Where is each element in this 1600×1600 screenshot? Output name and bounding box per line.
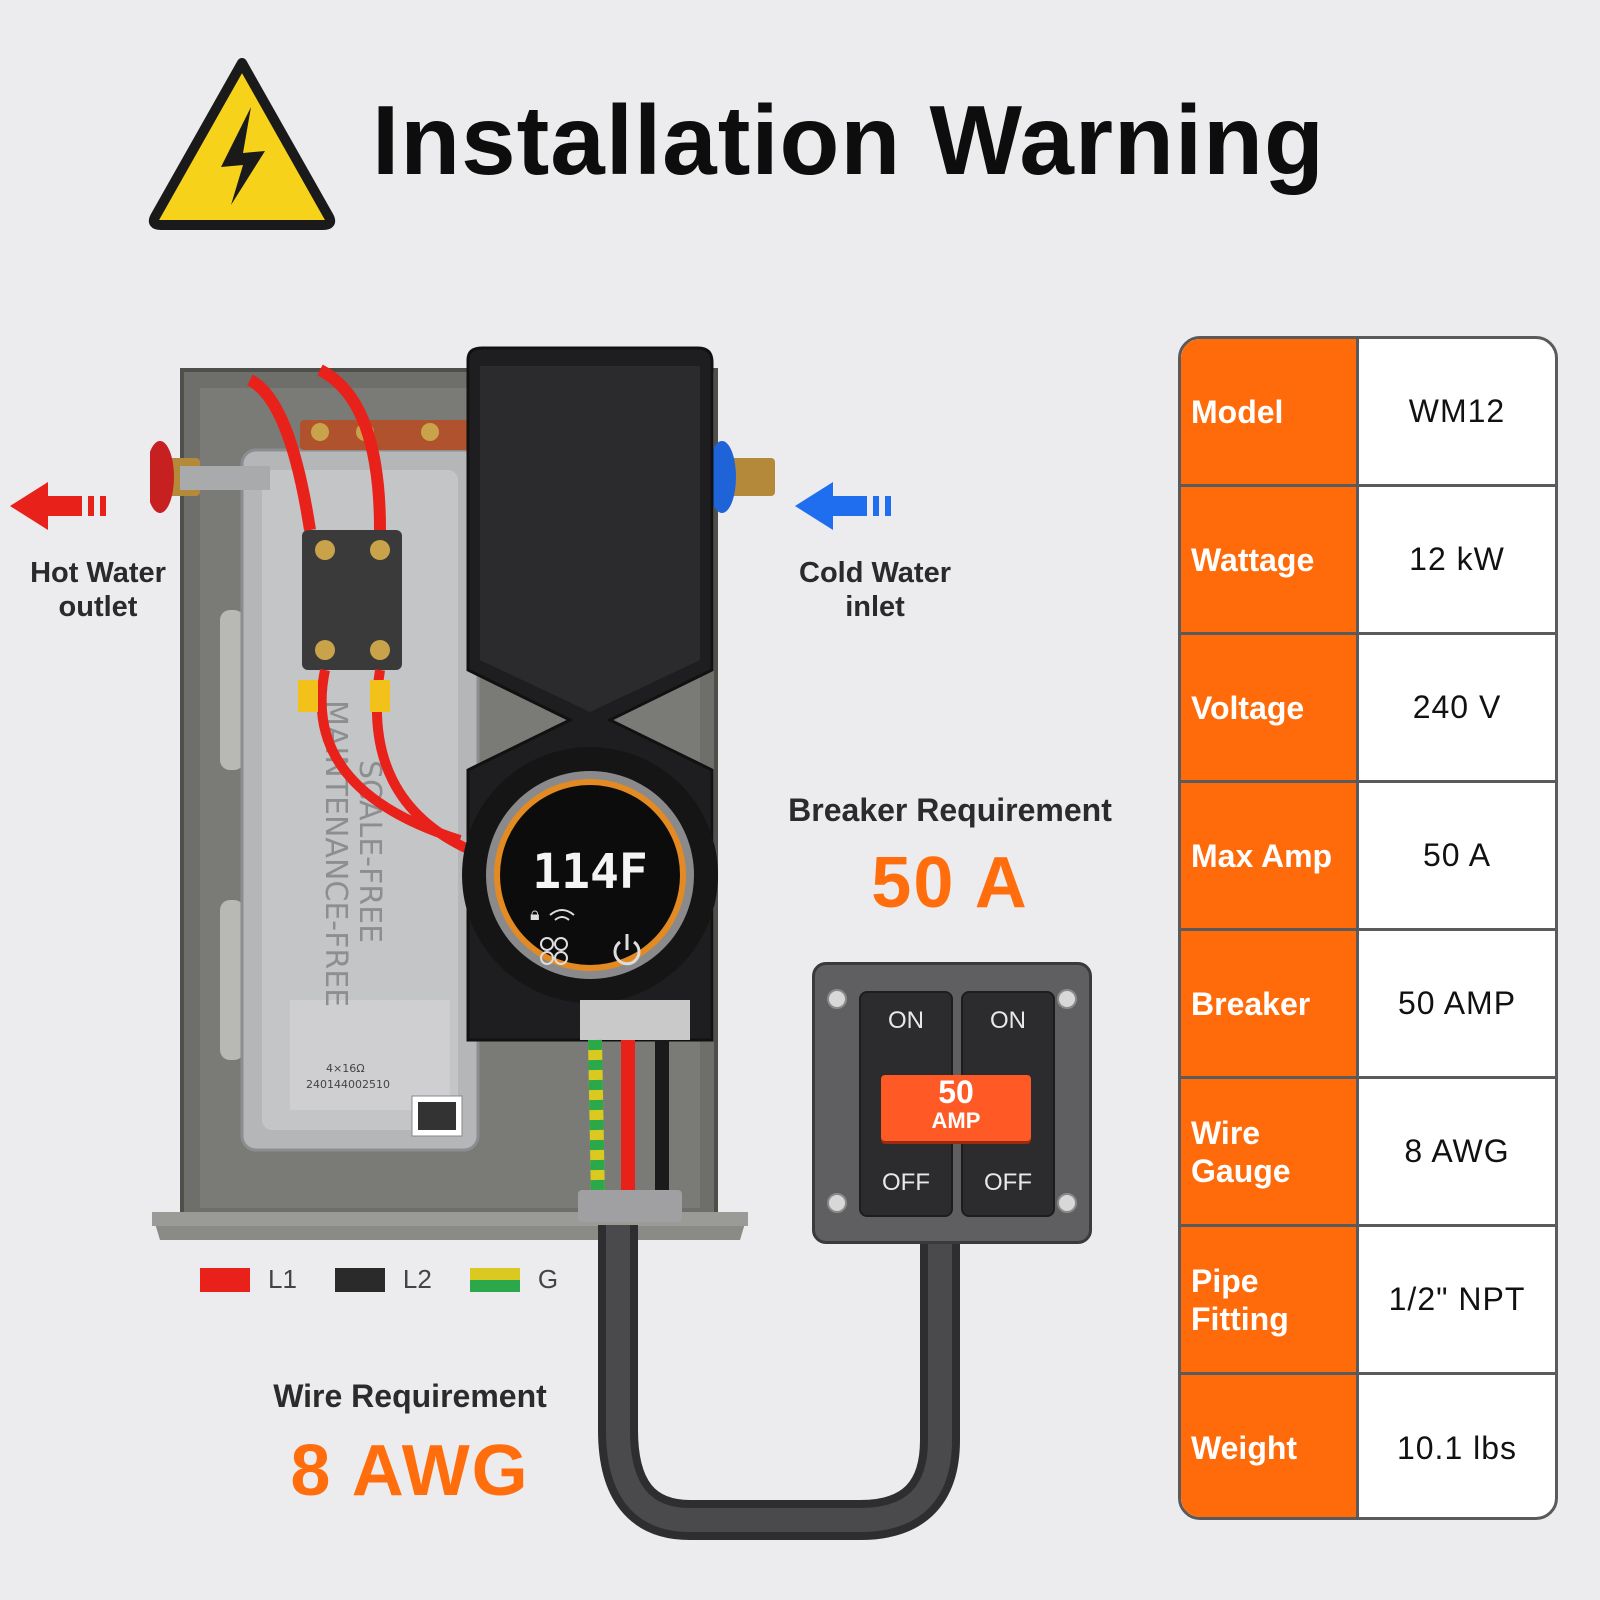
spec-value: 8 AWG	[1404, 1133, 1510, 1169]
legend-swatch-l1	[200, 1267, 250, 1292]
legend-swatch-g	[469, 1267, 520, 1292]
breaker-amp-number: 50	[938, 1074, 974, 1110]
spec-key: Wire Gauge	[1181, 1079, 1359, 1224]
spec-key: Model	[1181, 339, 1359, 484]
water-heater-unit: 4×16Ω 240144002510 SCALE-FREE MAINTENANC…	[150, 346, 960, 1540]
breaker-off-label: OFF	[984, 1169, 1032, 1196]
lock-icon: 🔒︎	[530, 904, 540, 924]
legend-label-l1: L1	[268, 1264, 297, 1294]
spec-value: WM12	[1408, 393, 1506, 429]
spec-value: 12 kW	[1409, 541, 1505, 577]
heater-rating-text: 4×16Ω	[326, 1062, 365, 1075]
cold-water-inlet-label: Cold Water inlet	[799, 557, 951, 623]
legend-label-g: G	[537, 1264, 559, 1294]
page-title: Installation Warning	[372, 85, 1325, 195]
temperature-display: 114F	[532, 844, 648, 900]
breaker-rating-tab: 50 AMP	[881, 1075, 1031, 1141]
spec-key: Wattage	[1181, 487, 1359, 632]
spec-table: Model WM12 Wattage 12 kW Voltage 240 V M…	[1178, 336, 1558, 1520]
breaker-on-label: ON	[990, 1007, 1026, 1034]
mode-icon	[540, 937, 568, 965]
wire-requirement-value: 8 AWG	[290, 1431, 530, 1511]
hot-water-outlet-arrow-icon	[10, 482, 106, 530]
wifi-icon	[549, 909, 575, 921]
breaker-on-label: ON	[888, 1007, 924, 1034]
table-row: Pipe Fitting 1/2" NPT	[1181, 1227, 1555, 1375]
table-row: Wattage 12 kW	[1181, 487, 1555, 635]
table-row: Weight 10.1 lbs	[1181, 1375, 1555, 1517]
cold-water-inlet-arrow-icon	[795, 482, 891, 530]
table-row: Breaker 50 AMP	[1181, 931, 1555, 1079]
spec-value: 1/2" NPT	[1388, 1281, 1526, 1317]
spec-value: 10.1 lbs	[1396, 1429, 1518, 1466]
legend-label-l2: L2	[402, 1264, 432, 1294]
heater-serial-text: 240144002510	[306, 1078, 390, 1091]
breaker-amp-unit: AMP	[931, 1108, 981, 1133]
spec-key: Voltage	[1181, 635, 1359, 780]
spec-key: Weight	[1181, 1375, 1359, 1517]
spec-key: Pipe Fitting	[1181, 1227, 1359, 1372]
power-icon	[613, 934, 641, 966]
wire-requirement-title: Wire Requirement	[273, 1378, 547, 1414]
breaker-requirement-value: 50 A	[871, 843, 1029, 923]
breaker-requirement-title: Breaker Requirement	[788, 792, 1112, 828]
spec-value: 240 V	[1412, 689, 1502, 725]
legend-swatch-l2	[334, 1267, 385, 1292]
circuit-breaker-box: ON OFF ON OFF 50 AMP	[812, 962, 1092, 1244]
high-voltage-warning-icon	[148, 58, 336, 230]
table-row: Max Amp 50 A	[1181, 783, 1555, 931]
hot-water-outlet-label: Hot Water outlet	[30, 557, 166, 623]
spec-key: Max Amp	[1181, 783, 1359, 928]
table-row: Wire Gauge 8 AWG	[1181, 1079, 1555, 1227]
spec-value: 50 A	[1422, 837, 1492, 873]
spec-key: Breaker	[1181, 931, 1359, 1076]
table-row: Voltage 240 V	[1181, 635, 1555, 783]
spec-value: 50 AMP	[1397, 985, 1517, 1021]
breaker-off-label: OFF	[882, 1169, 930, 1196]
wire-color-legend: L1 L2 G	[200, 1264, 558, 1295]
table-row: Model WM12	[1181, 339, 1555, 487]
